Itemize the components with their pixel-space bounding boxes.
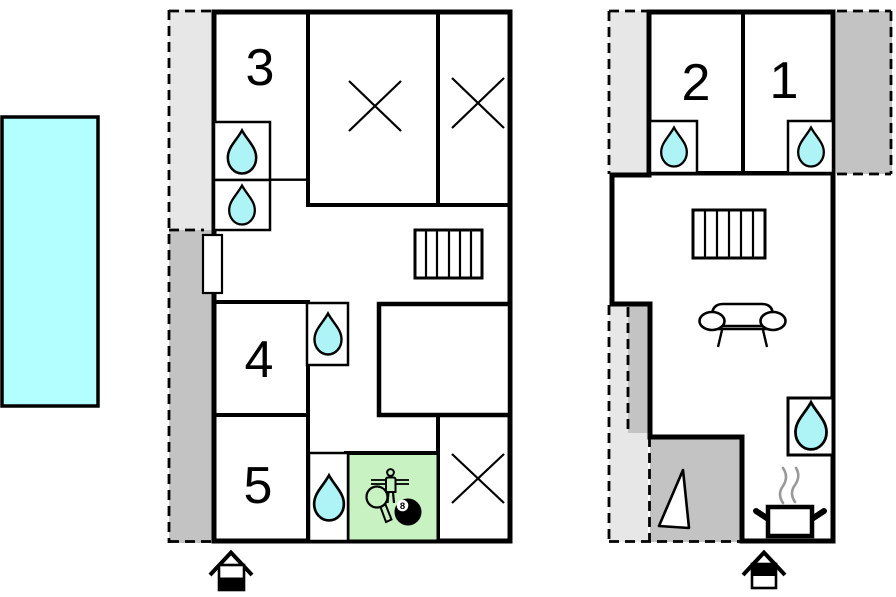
triangle-marker-icon [657, 468, 691, 530]
plot-boundary-dashed [167, 9, 893, 543]
x-mark-icon [451, 77, 505, 129]
room-label-2: 2 [682, 54, 711, 112]
table-tennis-paddle-icon [365, 485, 393, 524]
radiator-icon [413, 228, 484, 280]
game-room-icons: 8 [365, 468, 422, 526]
patio-dark-strip [628, 305, 648, 433]
entrance-arrow-icon [208, 549, 254, 592]
radiator-icon [691, 208, 767, 260]
room-label-5: 5 [244, 457, 273, 515]
room-label-4: 4 [245, 331, 274, 389]
x-mark-icon [348, 80, 402, 132]
patio-light-right-top [609, 11, 647, 174]
storage-room [376, 301, 513, 418]
billiard-8-ball-icon: 8 [394, 498, 422, 526]
room-label-1: 1 [770, 52, 799, 110]
door [201, 233, 224, 295]
x-mark-icon [451, 453, 505, 504]
building-right: 1 2 [609, 9, 836, 544]
steam-icon [778, 466, 788, 505]
cooking-pot-icon [753, 466, 827, 539]
game-room-top-wall [344, 451, 440, 455]
swimming-pool [0, 115, 100, 408]
entrance-arrow-icon [741, 549, 787, 590]
building-left: 3 4 5 8 [201, 9, 513, 544]
patio-dark-right [836, 11, 892, 174]
patio-light-left [169, 10, 212, 230]
sofa-icon [698, 302, 787, 348]
room-label-3: 3 [246, 39, 275, 97]
steam-icon [790, 466, 800, 504]
eight-ball-number: 8 [400, 501, 405, 512]
interior-walls-right [649, 12, 833, 176]
foosball-player-icon [371, 468, 409, 504]
